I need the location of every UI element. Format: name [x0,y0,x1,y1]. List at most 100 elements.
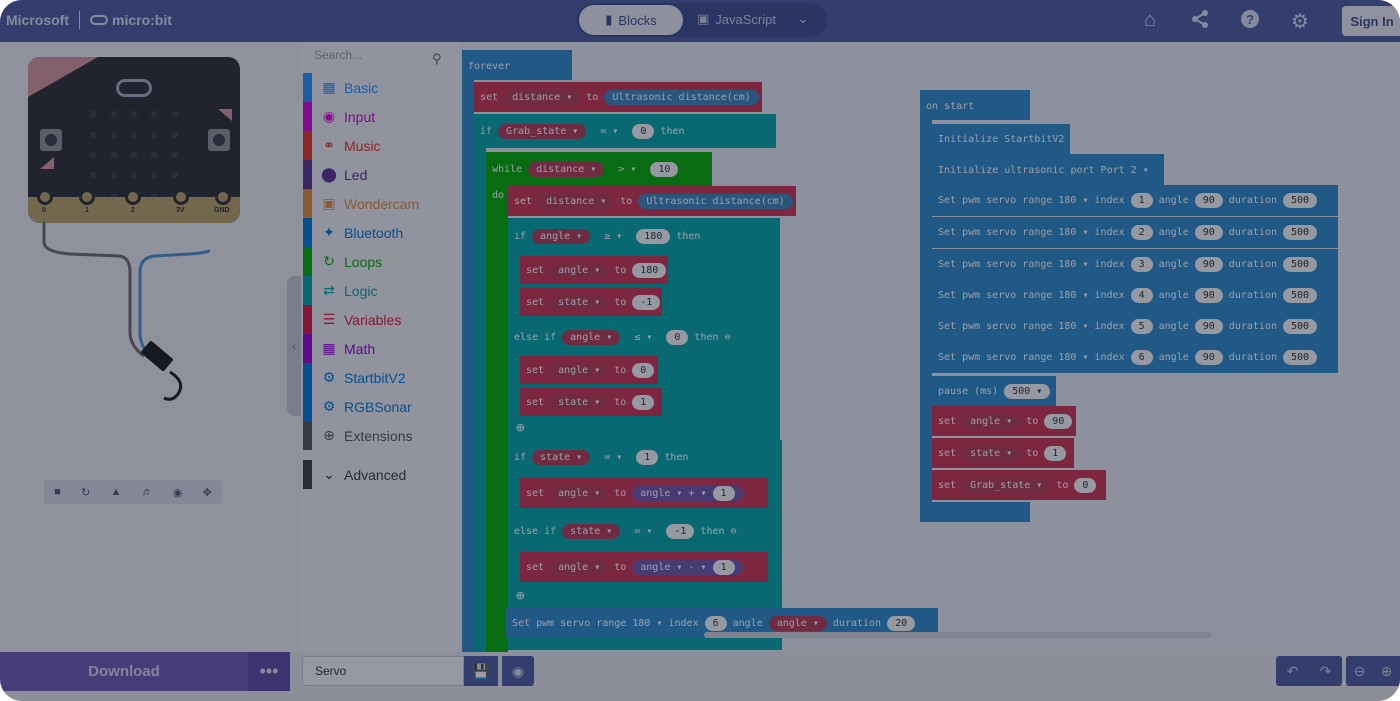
variable-dropdown[interactable]: Grab_state ▾ [962,477,1051,493]
number-input[interactable]: 90 [1194,225,1223,240]
category-basic[interactable]: ▦Basic [303,73,453,102]
set-servo-block[interactable]: Set pwm servo range 180 ▾ index 5 angle … [932,311,1338,342]
set-angle-block[interactable]: set angle ▾ to 180 [520,256,668,284]
operator-dropdown[interactable]: = ▾ [626,523,661,539]
add-branch-icon[interactable]: ⊕ [516,588,525,604]
set-angle-block[interactable]: set angle ▾ to 0 [520,356,658,384]
button-a[interactable] [40,129,62,151]
category-rgbsonar[interactable]: ⚙RGBSonar [303,392,453,421]
number-input[interactable]: 5 [1130,319,1153,334]
range-dropdown[interactable]: 180 ▾ [1058,321,1089,332]
pause-dropdown[interactable]: 500 ▾ [1004,383,1051,399]
if-angle-block[interactable]: if angle ▾ ≥ ▾ 180 then [508,220,706,252]
pin-1[interactable] [79,189,95,205]
horizontal-scrollbar[interactable] [704,632,1212,638]
javascript-mode-button[interactable]: ▣ JavaScript [697,11,776,27]
set-state-block[interactable]: set state ▾ to 1 [520,388,662,416]
blocks-mode-button[interactable]: ▮ Blocks [579,5,683,35]
ultrasonic-reporter[interactable]: Ultrasonic distance(cm) [638,193,793,209]
port-dropdown[interactable]: 2 ▾ [1130,164,1149,176]
variable-dropdown[interactable]: state ▾ [562,523,621,539]
category-music[interactable]: ⚭Music [303,131,453,160]
fullscreen-icon[interactable]: ✥ [202,486,212,499]
pin-2[interactable] [125,189,141,205]
sign-in-button[interactable]: Sign In [1342,6,1400,36]
pause-block[interactable]: pause (ms) 500 ▾ [932,376,1056,406]
number-input[interactable]: 2 [1130,225,1153,240]
number-input[interactable]: 1 [712,559,735,575]
number-input[interactable]: 500 [1282,225,1318,240]
toolbox-search-input[interactable]: Search... [314,48,363,62]
remove-branch-icon[interactable]: ⊖ [730,525,737,537]
else-if-state-block[interactable]: else if state ▾ = ▾ -1 then ⊖ [508,516,743,546]
set-servo-block[interactable]: Set pwm servo range 180 ▾ index 4 angle … [932,280,1338,311]
set-servo-block[interactable]: Set pwm servo range 180 ▾ index 1 angle … [932,185,1338,216]
range-dropdown[interactable]: 180 ▾ [1058,227,1089,238]
while-block[interactable]: while distance ▾ > ▾ 10 [486,152,712,186]
number-input[interactable]: 90 [1194,193,1223,208]
variable-dropdown[interactable]: angle ▾ [550,485,609,501]
stop-icon[interactable]: ■ [54,486,61,498]
set-angle-plus-block[interactable]: set angle ▾ to angle ▾ + ▾ 1 [520,478,768,508]
set-angle-block[interactable]: set angle ▾ to 90 [932,406,1076,436]
if-grab-state-block[interactable]: if Grab_state ▾ = ▾ 0 then [474,114,776,148]
set-servo-block[interactable]: Set pwm servo range 180 ▾ index 6 angle … [932,342,1338,373]
number-input[interactable]: 90 [1194,319,1223,334]
variable-dropdown[interactable]: state ▾ [962,445,1021,461]
number-input[interactable]: 500 [1282,257,1318,272]
category-extensions[interactable]: ⊕Extensions [303,421,453,450]
save-button[interactable]: 💾 [464,656,498,686]
number-input[interactable]: 1 [712,485,735,501]
undo-icon[interactable]: ↶ [1286,662,1299,679]
variable-dropdown[interactable]: angle ▾ [532,228,591,244]
variable-dropdown[interactable]: angle ▾ [550,362,609,378]
number-input[interactable]: 1 [1044,445,1067,461]
variable-dropdown[interactable]: distance ▾ [538,193,615,209]
number-input[interactable]: 500 [1282,350,1318,365]
variable-dropdown[interactable]: state ▾ [532,449,591,465]
pin-0[interactable] [37,189,53,205]
set-servo-block[interactable]: Set pwm servo range 180 ▾ index 3 angle … [932,249,1338,280]
home-icon[interactable]: ⌂ [1143,9,1157,31]
category-bluetooth[interactable]: ✦Bluetooth [303,218,453,247]
init-startbit-block[interactable]: Initialize StartbitV2 [932,124,1070,154]
number-input[interactable]: 0 [1074,477,1097,493]
set-angle-minus-block[interactable]: set angle ▾ to angle ▾ - ▾ 1 [520,552,768,582]
redo-icon[interactable]: ↷ [1319,662,1332,679]
number-input[interactable]: 90 [1194,350,1223,365]
number-input[interactable]: 0 [632,123,655,139]
math-operation[interactable]: angle ▾ - ▾ 1 [632,559,743,575]
number-input[interactable]: 500 [1282,193,1318,208]
number-input[interactable]: 1 [1130,193,1153,208]
range-dropdown[interactable]: 180 ▾ [632,617,663,629]
remove-branch-icon[interactable]: ⊖ [724,331,731,343]
operator-dropdown[interactable]: ≥ ▾ [596,228,631,244]
number-input[interactable]: 20 [887,615,916,631]
blocks-workspace[interactable]: forever set distance ▾ to Ultrasonic dis… [460,42,1400,652]
else-if-angle-block[interactable]: else if angle ▾ ≤ ▾ 0 then ⊖ [508,322,737,352]
ultrasonic-reporter[interactable]: Ultrasonic distance(cm) [604,89,759,105]
debug-icon[interactable]: ▲ [110,486,122,498]
category-logic[interactable]: ⇄Logic [303,276,453,305]
category-math[interactable]: ▦Math [303,334,453,363]
more-options-button[interactable]: ••• [248,652,290,691]
button-b[interactable] [208,129,230,151]
collapse-simulator-handle[interactable]: ‹ [287,276,301,416]
pin-3v[interactable] [173,189,189,205]
category-led[interactable]: ⬤Led [303,160,453,189]
operator-dropdown[interactable]: > ▾ [610,161,645,177]
number-input[interactable]: 6 [1130,350,1153,365]
set-grab-state-block[interactable]: set Grab_state ▾ to 0 [932,470,1106,500]
number-input[interactable]: 3 [1130,257,1153,272]
microbit-logo[interactable]: micro:bit [90,12,172,28]
mute-icon[interactable]: ♬ [141,486,153,498]
number-input[interactable]: 4 [1130,288,1153,303]
number-input[interactable]: -1 [632,294,661,310]
screenshot-icon[interactable]: ◉ [172,486,183,499]
variable-dropdown[interactable]: angle ▾ [550,559,609,575]
if-state-block[interactable]: if state ▾ = ▾ 1 then [508,442,694,472]
set-distance-block[interactable]: set distance ▾ to Ultrasonic distance(cm… [474,82,762,112]
number-input[interactable]: 0 [632,362,655,378]
range-dropdown[interactable]: 180 ▾ [1058,352,1089,363]
variable-dropdown[interactable]: angle ▾ [562,329,621,345]
